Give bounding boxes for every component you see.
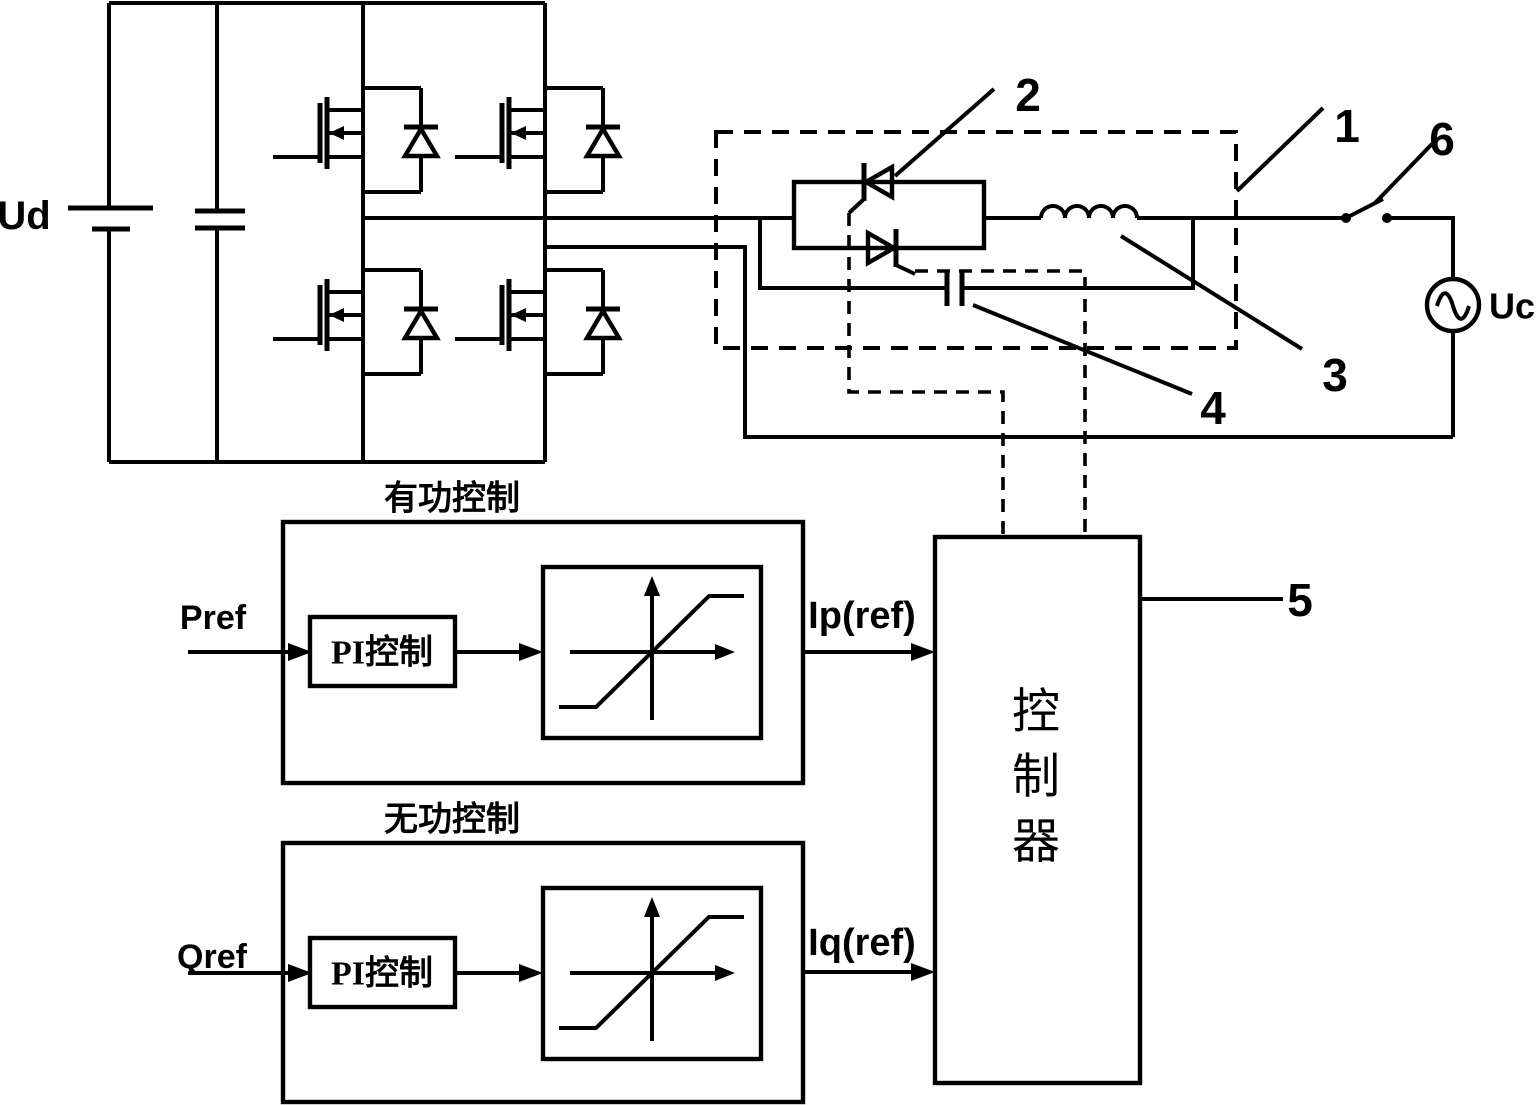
component-number-3: 3 bbox=[1322, 349, 1348, 401]
gate-control-line-a bbox=[847, 213, 1005, 537]
pi-to-limiter-arrowhead2-icon bbox=[519, 964, 543, 982]
reactive-power-block bbox=[188, 840, 935, 1105]
limiter-box-active bbox=[540, 564, 764, 741]
thyristor-bottom-triangle bbox=[865, 229, 899, 267]
pointer-line-3 bbox=[1119, 234, 1304, 351]
iq-ref-arrowhead-icon bbox=[911, 963, 935, 981]
series-inductor bbox=[1039, 204, 1139, 219]
saturation-curve-active bbox=[559, 594, 744, 709]
h-bridge-inverter bbox=[68, 1, 620, 464]
mosfet-cell-bottom-left bbox=[273, 270, 438, 374]
pref-label: Pref bbox=[180, 599, 247, 637]
iq-ref-label: Iq(ref) bbox=[808, 922, 916, 964]
mosfet-cell-top-left bbox=[273, 88, 438, 192]
dc-source-label: Ud bbox=[0, 194, 51, 238]
dashed-enclosure bbox=[714, 130, 1238, 350]
sine-wave-icon bbox=[1435, 291, 1471, 321]
thyristor-top-gate-lead bbox=[847, 197, 866, 215]
limiter-reactive bbox=[540, 885, 764, 1062]
saturation-curve-reactive bbox=[559, 915, 744, 1030]
ip-ref-label: Ip(ref) bbox=[808, 595, 916, 637]
dc-link-plates bbox=[195, 208, 245, 231]
component-number-1: 1 bbox=[1334, 100, 1360, 152]
limiter-haxis-arrow-icon bbox=[715, 644, 735, 660]
controller-box bbox=[932, 534, 1143, 1086]
reactive-block-title: 无功控制 bbox=[384, 801, 520, 839]
grid-switch bbox=[1341, 197, 1392, 223]
capacitor-branch-wire bbox=[758, 218, 1195, 290]
dc-link-capacitor bbox=[195, 3, 245, 462]
dc-source-battery bbox=[68, 205, 153, 232]
active-block-title: 有功控制 bbox=[384, 480, 520, 518]
thyristor-top-triangle bbox=[861, 163, 895, 201]
controller-label-char-1: 控 bbox=[1012, 686, 1060, 739]
pi-label-active: PI控制 bbox=[331, 634, 433, 672]
mosfet-cell-bottom-right bbox=[455, 270, 620, 374]
component-number-5: 5 bbox=[1287, 574, 1313, 626]
thyristor-loop bbox=[791, 179, 987, 251]
switch-contact-right bbox=[1382, 213, 1392, 223]
gate-control-line-b bbox=[915, 269, 1087, 537]
snubber-capacitor-branch bbox=[758, 218, 1195, 306]
capacitor-plates bbox=[944, 271, 965, 306]
limiter-box-reactive bbox=[540, 885, 764, 1062]
qref-label: Qref bbox=[177, 938, 248, 976]
component-number-6: 6 bbox=[1429, 113, 1455, 165]
pi-label-reactive: PI控制 bbox=[331, 955, 433, 993]
limiter-vaxis-arrow2-icon bbox=[644, 897, 660, 917]
pref-arrowhead-icon bbox=[288, 643, 312, 661]
pi-to-limiter-arrowhead-icon bbox=[519, 643, 543, 661]
limiter-vaxis-arrow-icon bbox=[644, 576, 660, 596]
qref-arrowhead-icon bbox=[288, 964, 312, 982]
main-line-right bbox=[984, 216, 1455, 437]
thyristor-bottom-gate-lead bbox=[895, 263, 916, 276]
limiter-haxis-arrow2-icon bbox=[715, 965, 735, 981]
active-power-block bbox=[188, 519, 935, 786]
ac-source-circle bbox=[1424, 276, 1482, 334]
ac-side-wiring bbox=[363, 216, 1455, 439]
pointer-line-4 bbox=[972, 303, 1193, 396]
output-line-b bbox=[545, 245, 1453, 439]
limiter-active bbox=[540, 564, 764, 741]
component-number-2: 2 bbox=[1015, 69, 1041, 121]
mosfet-cell-top-right bbox=[455, 88, 620, 192]
controller-label-char-2: 制 bbox=[1012, 751, 1060, 804]
ip-ref-arrowhead-icon bbox=[911, 643, 935, 661]
pointer-line-2 bbox=[893, 87, 996, 178]
thyristor-pair bbox=[791, 163, 987, 276]
component-number-4: 4 bbox=[1200, 382, 1226, 434]
ac-source-label: Uc bbox=[1489, 286, 1535, 327]
controller-label-char-3: 器 bbox=[1012, 816, 1060, 869]
pointer-line-6 bbox=[1373, 142, 1434, 205]
ac-source bbox=[1424, 276, 1482, 334]
pointer-line-1 bbox=[1235, 106, 1325, 193]
